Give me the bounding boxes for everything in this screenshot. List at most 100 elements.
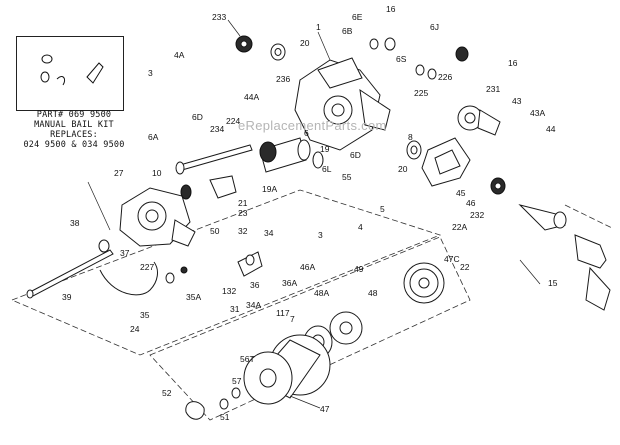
part-callout-label: 46A	[300, 262, 315, 272]
washer-part-20	[406, 140, 422, 160]
part-callout-label: 43A	[530, 108, 545, 118]
kit-title: MANUAL BAIL KIT	[34, 120, 114, 130]
washer-part-20-top	[270, 43, 286, 61]
part-callout-label: 43	[512, 96, 522, 106]
part-callout-label: 22	[460, 262, 470, 272]
washer-part-51	[219, 398, 229, 410]
part-callout-label: 22A	[452, 222, 467, 232]
part-callout-label: 47C	[444, 254, 460, 264]
part-callout-label: 226	[438, 72, 452, 82]
bearing-part-232	[490, 177, 506, 195]
part-callout-label: 19A	[262, 184, 277, 194]
spring-part-227	[165, 266, 188, 284]
part-callout-label: 225	[414, 88, 428, 98]
part-callout-label: 6	[304, 128, 309, 138]
part-callout-label: 44	[546, 124, 556, 134]
part-callout-label: 6L	[322, 164, 332, 174]
bushing-part-226	[415, 64, 437, 80]
leader-line	[317, 31, 331, 61]
part-callout-label: 234	[210, 124, 224, 134]
pinion-part-224	[259, 137, 311, 173]
handle-part-15	[518, 204, 611, 311]
group-outline-handle	[564, 204, 613, 229]
drag-washer-part-48A	[329, 311, 363, 345]
part-callout-label: 7	[290, 314, 295, 324]
part-callout-label: 21	[238, 198, 248, 208]
part-callout-label: 35A	[186, 292, 201, 302]
part-callout-label: 6D	[192, 112, 203, 122]
leader-line	[519, 259, 541, 285]
part-callout-label: 34A	[246, 300, 261, 310]
part-callout-label: 48A	[314, 288, 329, 298]
main-shaft-part-39	[26, 249, 114, 299]
bail-part-34	[237, 251, 263, 277]
washer-part-55	[312, 151, 324, 169]
part-callout-label: 48	[368, 288, 378, 298]
part-callout-label: 35	[140, 310, 150, 320]
part-callout-label: 6J	[430, 22, 439, 32]
part-callout-label: 36A	[282, 278, 297, 288]
part-callout-label: 38	[70, 218, 80, 228]
group-outline-spool	[149, 236, 471, 421]
part-callout-label: 37	[120, 248, 130, 258]
leader-line	[227, 19, 241, 37]
part-callout-label: 50	[210, 226, 220, 236]
part-callout-label: 117	[276, 308, 290, 318]
part-callout-label: 34	[264, 228, 274, 238]
rotor-nut-part-10	[180, 184, 192, 200]
part-callout-label: 19	[320, 144, 330, 154]
part-callout-label: 3	[318, 230, 323, 240]
part-callout-label: 6A	[148, 132, 159, 142]
kit-replaces-label: REPLACES:	[50, 130, 98, 140]
shaft-part-6A	[175, 144, 253, 175]
reel-body-part	[294, 57, 391, 151]
rotor-part-27	[119, 187, 196, 247]
manual-bail-kit-note: PART# 069 9500 MANUAL BAIL KIT REPLACES:…	[10, 110, 138, 150]
part-callout-label: 47	[320, 404, 330, 414]
spool-part-47	[243, 334, 331, 405]
part-callout-label: 224	[226, 116, 240, 126]
bail-kit-parts-icon	[40, 54, 104, 86]
part-callout-label: 24	[130, 324, 140, 334]
part-callout-label: 27	[114, 168, 124, 178]
washer-part-38	[98, 239, 110, 253]
part-callout-label: 6E	[352, 12, 363, 22]
gear-part-6J	[455, 46, 469, 62]
part-callout-label: 20	[398, 164, 408, 174]
part-callout-label: 5	[380, 204, 385, 214]
part-callout-label: 4A	[174, 50, 185, 60]
watermark: eReplacementParts.com	[238, 118, 387, 133]
part-callout-label: 52	[162, 388, 172, 398]
housing-part-45	[421, 137, 471, 187]
part-callout-label: 8	[408, 132, 413, 142]
drag-knob-part-22	[403, 262, 445, 304]
part-callout-label: 132	[222, 286, 236, 296]
part-callout-label: 20	[300, 38, 310, 48]
part-callout-label: 227	[140, 262, 154, 272]
part-callout-label: 3	[148, 68, 153, 78]
part-callout-label: 232	[470, 210, 484, 220]
part-callout-label: 15	[548, 278, 558, 288]
part-callout-label: 39	[62, 292, 72, 302]
part-callout-label: 16	[386, 4, 396, 14]
cap-part-52	[185, 401, 205, 420]
part-callout-label: 31	[230, 304, 240, 314]
part-callout-label: 1	[316, 22, 321, 32]
part-callout-label: 236	[276, 74, 290, 84]
kit-replaces-values: 024 9500 & 034 9500	[23, 140, 125, 150]
part-callout-label: 4	[358, 222, 363, 232]
part-callout-label: 44A	[244, 92, 259, 102]
group-outline-rotor	[10, 189, 442, 356]
part-callout-label: 10	[152, 168, 162, 178]
gear-part-233	[235, 35, 253, 53]
part-callout-label: 231	[486, 84, 500, 94]
leader-line	[289, 395, 321, 409]
bail-kit-illustration-box	[16, 36, 124, 111]
leader-line	[87, 181, 111, 231]
washer-part-57	[231, 387, 241, 399]
part-callout-label: 23	[238, 208, 248, 218]
part-callout-label: 56T	[240, 354, 255, 364]
